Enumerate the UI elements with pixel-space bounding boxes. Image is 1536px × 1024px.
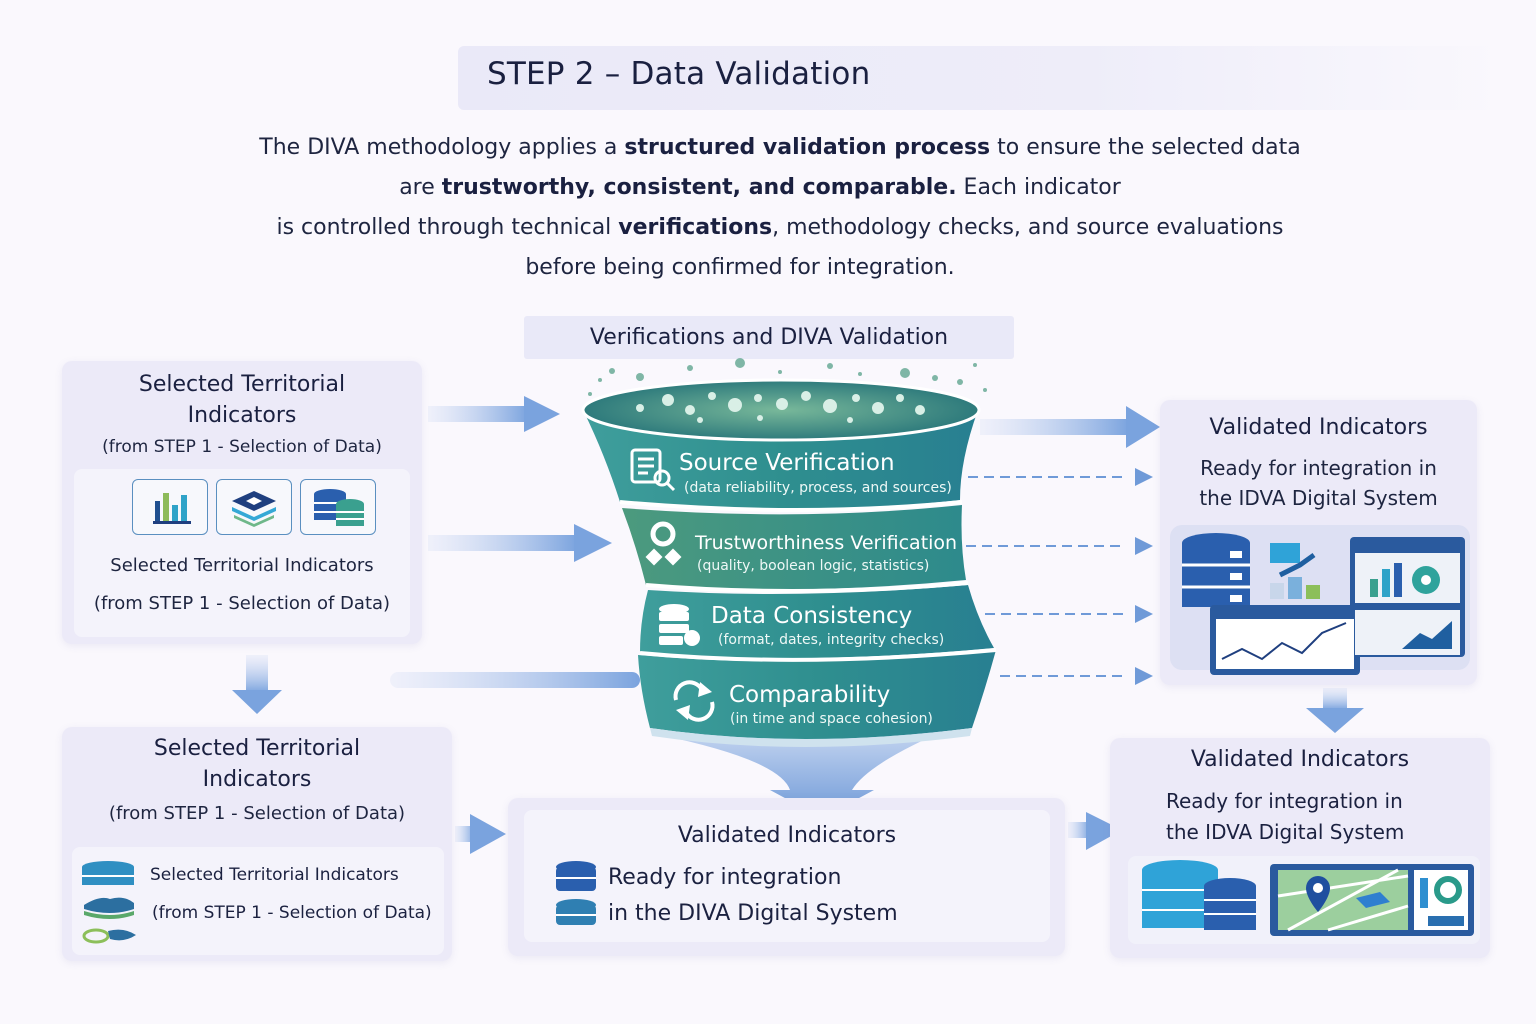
dashed-arrow-1 <box>968 468 1153 486</box>
row-text: Selected Territorial Indicators <box>150 865 399 885</box>
funnel-layer-consistency <box>640 585 994 659</box>
intro-text: Each indicator <box>956 175 1121 200</box>
card-title: Validated Indicators <box>1209 415 1428 440</box>
layer-title-trustworthiness: Trustworthiness Verification <box>695 532 958 554</box>
intro-text: The DIVA methodology applies a <box>259 135 625 160</box>
arrow-left-top-2 <box>428 524 612 562</box>
database-icon <box>1142 860 1256 930</box>
intro-emphasis: structured validation process <box>624 135 991 160</box>
card-text: the IDVA Digital System <box>1166 820 1405 844</box>
list-item: Ready for integration <box>554 860 841 894</box>
funnel-bubbles <box>636 391 925 423</box>
inner-title: Selected Territorial Indicators <box>110 555 374 576</box>
right-top-card: Validated Indicators Ready for integrati… <box>1160 400 1477 685</box>
card-text: the IDVA Digital System <box>1199 486 1438 510</box>
dashed-arrow-4 <box>1000 667 1153 685</box>
bottom-center-card: Validated Indicators Ready for integrati… <box>508 798 1065 956</box>
database-icon <box>556 899 596 925</box>
funnel-layer-trustworthiness <box>622 505 966 590</box>
row-text: Ready for integration <box>608 864 842 890</box>
arrow-center-to-right-bottom <box>1068 812 1122 850</box>
page-title: STEP 2 – Data Validation <box>487 56 871 92</box>
card-subtitle: (from STEP 1 - Selection of Data) <box>102 437 382 457</box>
dashed-arrow-2 <box>966 537 1153 555</box>
intro-emphasis: trustworthy, consistent, and comparable. <box>441 175 957 200</box>
layer-title-consistency: Data Consistency <box>711 603 913 629</box>
arrow-left-to-funnel <box>390 672 640 688</box>
indicator-icon-row <box>132 479 376 535</box>
database-icon <box>300 479 376 535</box>
card-title: Selected Territorial <box>138 372 346 397</box>
layer-title-comparability: Comparability <box>729 682 891 708</box>
card-title: Selected Territorial <box>153 736 361 761</box>
intro-paragraph: The DIVA methodology applies a structure… <box>200 128 1360 288</box>
layer-subtitle-consistency: (format, dates, integrity checks) <box>718 632 945 648</box>
card-title: Indicators <box>187 403 297 428</box>
intro-text: before being confirmed for integration. <box>525 255 955 280</box>
card-text: Ready for integration in <box>1200 456 1437 480</box>
card-text: Ready for integration in <box>1166 789 1403 813</box>
map-pin-icon <box>1306 876 1330 912</box>
layer-title-source: Source Verification <box>679 450 895 476</box>
bar-chart-icon <box>132 479 208 535</box>
arrow-left-top-1 <box>428 396 560 432</box>
arrow-right-down <box>1306 688 1364 733</box>
arrow-left-bottom-to-center <box>455 814 506 854</box>
card-title: Indicators <box>202 767 312 792</box>
left-top-card: Selected Territorial Indicators (from ST… <box>62 361 422 644</box>
layers-icon <box>216 479 292 535</box>
layer-subtitle-comparability: (in time and space cohesion) <box>730 711 933 727</box>
list-item: in the DIVA Digital System <box>554 898 898 928</box>
sync-arrows-icon <box>673 680 715 722</box>
layer-subtitle-source: (data reliability, process, and sources) <box>684 480 952 496</box>
analytics-icon <box>1270 543 1320 599</box>
database-icon <box>556 861 596 891</box>
database-check-icon <box>659 604 700 646</box>
card-title: Validated Indicators <box>677 823 897 848</box>
intro-text: to ensure the selected data <box>990 135 1301 160</box>
dashboard-illustration <box>1170 525 1470 675</box>
map-dashboard-illustration <box>1128 856 1480 944</box>
intro-text: are <box>399 175 442 200</box>
funnel-top <box>581 378 981 442</box>
right-bottom-card: Validated Indicators Ready for integrati… <box>1110 738 1490 958</box>
intro-emphasis: verifications <box>618 215 773 240</box>
card-subtitle: (from STEP 1 - Selection of Data) <box>108 803 406 824</box>
validation-header: Verifications and DIVA Validation <box>524 316 1014 359</box>
validation-funnel <box>581 358 997 818</box>
stacked-data-icon <box>82 861 136 944</box>
row-text: in the DIVA Digital System <box>608 900 898 926</box>
dashed-arrow-3 <box>985 605 1153 623</box>
left-bottom-inner: Selected Territorial Indicators (from ST… <box>72 847 444 955</box>
layer-subtitle-trustworthiness: (quality, boolean logic, statistics) <box>697 558 930 574</box>
intro-text: , methodology checks, and source evaluat… <box>772 215 1284 240</box>
database-icon <box>1182 533 1250 607</box>
inner-subtitle: (from STEP 1 - Selection of Data) <box>93 593 391 614</box>
trust-nodes-icon <box>645 521 682 566</box>
arrow-funnel-to-right-top <box>980 406 1160 448</box>
document-search-icon <box>630 448 676 492</box>
left-bottom-card: Selected Territorial Indicators (from ST… <box>62 727 452 961</box>
left-top-inner: Selected Territorial Indicators (from ST… <box>74 469 410 637</box>
funnel-layer-comparability <box>638 650 996 739</box>
arrow-left-down <box>232 655 282 714</box>
funnel-particles <box>588 358 987 396</box>
row-text: (from STEP 1 - Selection of Data) <box>152 903 432 923</box>
card-title: Validated Indicators <box>1190 747 1410 772</box>
bottom-center-inner: Validated Indicators Ready for integrati… <box>524 810 1050 942</box>
title-band <box>458 46 1508 110</box>
intro-text: is controlled through technical <box>276 215 619 240</box>
